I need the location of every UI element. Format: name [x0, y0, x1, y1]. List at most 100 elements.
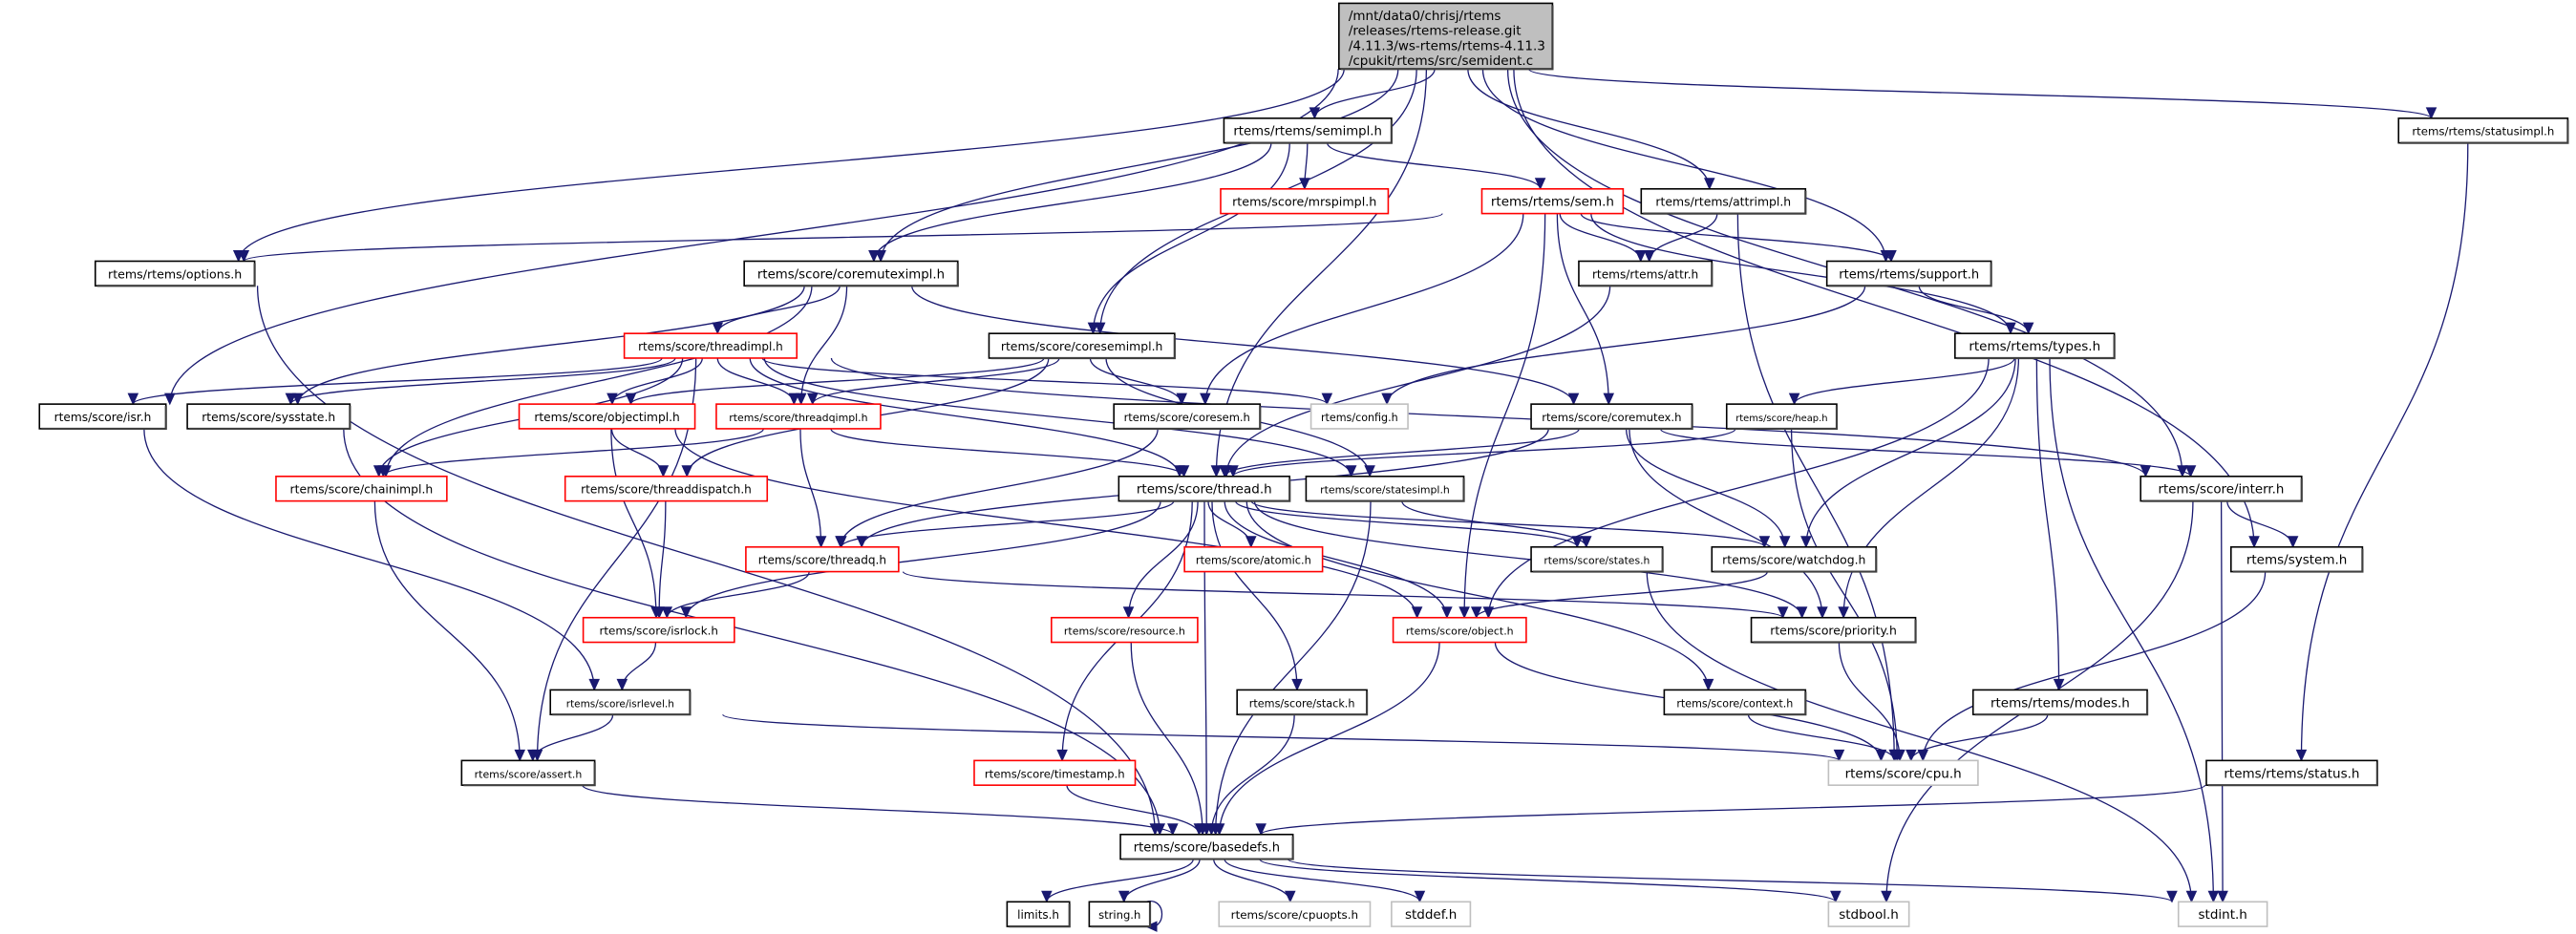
node-basedefs[interactable]: rtems/score/basedefs.h: [1119, 833, 1294, 860]
node-modes[interactable]: rtems/rtems/modes.h: [1971, 689, 2149, 716]
edge-sem-to-attr: [1559, 213, 1642, 262]
node-box: [1825, 260, 1992, 287]
node-label: rtems/score/threadq.h: [758, 554, 886, 567]
arrowhead-icon: [1788, 393, 1800, 406]
edge-root-to-thread: [1215, 69, 1428, 477]
node-isr[interactable]: rtems/score/isr.h: [38, 403, 167, 431]
node-states[interactable]: rtems/score/states.h: [1530, 545, 1664, 573]
node-label: rtems/rtems/attr.h: [1592, 267, 1698, 281]
node-coremuteximpl[interactable]: rtems/score/coremuteximpl.h: [743, 260, 959, 287]
arrowhead-icon: [1833, 749, 1845, 762]
arrowhead-icon: [1441, 606, 1453, 619]
arrowhead-icon: [1255, 823, 1267, 836]
node-heap[interactable]: rtems/score/heap.h: [1725, 403, 1839, 431]
node-atomic[interactable]: rtems/score/atomic.h: [1183, 545, 1324, 573]
node-stack[interactable]: rtems/score/stack.h: [1236, 689, 1369, 716]
node-threadimpl[interactable]: rtems/score/threadimpl.h: [623, 332, 798, 359]
edge-thread-to-context: [1245, 500, 1710, 690]
node-priority[interactable]: rtems/score/priority.h: [1750, 616, 1917, 644]
edge-statesimpl-to-states: [1401, 500, 1587, 547]
edge-interr-to-stdint: [2220, 500, 2224, 902]
edge-resource-to-basedefs: [1130, 642, 1203, 835]
node-attr[interactable]: rtems/rtems/attr.h: [1578, 260, 1714, 287]
node-context[interactable]: rtems/score/context.h: [1663, 689, 1807, 716]
node-label: rtems/rtems/modes.h: [1991, 695, 2130, 711]
edge-objectimpl-to-isrlock: [610, 428, 657, 618]
node-attrimpl[interactable]: rtems/rtems/attrimpl.h: [1640, 188, 1807, 215]
edge-sem-to-coresem: [1204, 213, 1524, 405]
node-thread[interactable]: rtems/score/thread.h: [1118, 476, 1291, 502]
node-options[interactable]: rtems/rtems/options.h: [94, 260, 256, 287]
node-watchdog[interactable]: rtems/score/watchdog.h: [1711, 545, 1878, 573]
edge-types-to-object: [1487, 357, 1990, 618]
node-stdbool[interactable]: stdbool.h: [1827, 901, 1910, 927]
node-cpu[interactable]: rtems/score/cpu.h: [1827, 759, 1979, 786]
node-threadq[interactable]: rtems/score/threadq.h: [745, 545, 900, 573]
node-isrlevel[interactable]: rtems/score/isrlevel.h: [549, 689, 692, 716]
node-threaddispatch[interactable]: rtems/score/threaddispatch.h: [564, 476, 769, 502]
arrowhead-icon: [1580, 536, 1592, 548]
node-assert[interactable]: rtems/score/assert.h: [460, 759, 596, 787]
node-box: [1391, 901, 1472, 927]
arrowhead-icon: [1041, 890, 1053, 903]
arrowhead-icon: [1227, 465, 1239, 478]
arrowhead-icon: [1905, 749, 1917, 762]
arrowhead-icon: [1643, 249, 1655, 263]
arrowhead-icon: [1118, 890, 1130, 903]
node-threadqimpl[interactable]: rtems/score/threadqimpl.h: [715, 403, 882, 430]
node-label: rtems/score/mrspimpl.h: [1232, 195, 1376, 209]
node-isrlock[interactable]: rtems/score/isrlock.h: [582, 616, 735, 644]
node-shadow: [1974, 691, 2149, 716]
node-string[interactable]: string.h: [1088, 901, 1152, 928]
arrowhead-icon: [1800, 536, 1812, 548]
node-system[interactable]: rtems/system.h: [2229, 545, 2364, 573]
edge-coresemimpl-to-objectimpl: [629, 357, 1045, 405]
node-label: rtems/score/interr.h: [2159, 483, 2285, 498]
node-label: rtems/score/coresemimpl.h: [1001, 339, 1163, 353]
node-support[interactable]: rtems/rtems/support.h: [1825, 260, 1992, 287]
node-config[interactable]: rtems/config.h: [1309, 403, 1409, 430]
edge-thread-to-priority: [1253, 500, 1803, 618]
node-stddef[interactable]: stddef.h: [1391, 901, 1472, 927]
node-box: [1663, 689, 1807, 716]
node-root[interactable]: /mnt/data0/chrisj/rtems/releases/rtems-r…: [1338, 2, 1554, 71]
node-status[interactable]: rtems/rtems/status.h: [2205, 759, 2378, 787]
node-coremutex[interactable]: rtems/score/coremutex.h: [1530, 403, 1693, 431]
node-object[interactable]: rtems/score/object.h: [1392, 616, 1527, 644]
node-label: rtems/score/isr.h: [54, 411, 152, 424]
arrowhead-icon: [1299, 178, 1310, 191]
node-statusimpl[interactable]: rtems/rtems/statusimpl.h: [2397, 117, 2569, 144]
edge-sem-to-object: [1463, 213, 1546, 618]
node-chainimpl[interactable]: rtems/score/chainimpl.h: [275, 476, 448, 502]
node-shadow: [1239, 691, 1369, 716]
node-label: rtems/rtems/options.h: [108, 266, 242, 281]
edge-types-to-heap: [1793, 357, 2015, 405]
node-mrspimpl[interactable]: rtems/score/mrspimpl.h: [1220, 188, 1390, 215]
arrowhead-icon: [661, 606, 673, 619]
edge-semimpl-to-sem: [1326, 142, 1542, 190]
node-cpuopts[interactable]: rtems/score/cpuopts.h: [1218, 901, 1372, 927]
node-box: [1183, 545, 1324, 573]
node-semimpl[interactable]: rtems/rtems/semimpl.h: [1223, 117, 1393, 144]
node-sysstate[interactable]: rtems/score/sysstate.h: [186, 403, 351, 431]
node-types[interactable]: rtems/rtems/types.h: [1954, 332, 2116, 360]
arrowhead-icon: [1778, 536, 1791, 548]
edge-threadqimpl-to-chainimpl: [382, 428, 764, 478]
node-box: [38, 403, 167, 430]
arrowhead-icon: [527, 749, 539, 762]
node-coresemimpl[interactable]: rtems/score/coresemimpl.h: [988, 332, 1176, 360]
node-shadow: [1828, 263, 1992, 287]
node-timestamp[interactable]: rtems/score/timestamp.h: [973, 759, 1137, 786]
node-resource[interactable]: rtems/score/resource.h: [1051, 616, 1199, 644]
arrowhead-icon: [680, 606, 692, 619]
node-limits[interactable]: limits.h: [1006, 901, 1071, 928]
node-stdint[interactable]: stdint.h: [2177, 901, 2268, 927]
node-objectimpl[interactable]: rtems/score/objectimpl.h: [518, 403, 696, 430]
node-statesimpl[interactable]: rtems/score/statesimpl.h: [1305, 476, 1465, 502]
node-box: [1711, 545, 1878, 573]
node-label-line: /4.11.3/ws-rtems/rtems-4.11.3: [1349, 38, 1545, 53]
node-interr[interactable]: rtems/score/interr.h: [2140, 476, 2303, 502]
node-coresem[interactable]: rtems/score/coresem.h: [1113, 403, 1262, 431]
node-sem[interactable]: rtems/rtems/sem.h: [1480, 188, 1625, 215]
node-label: rtems/score/threadqimpl.h: [729, 412, 867, 424]
